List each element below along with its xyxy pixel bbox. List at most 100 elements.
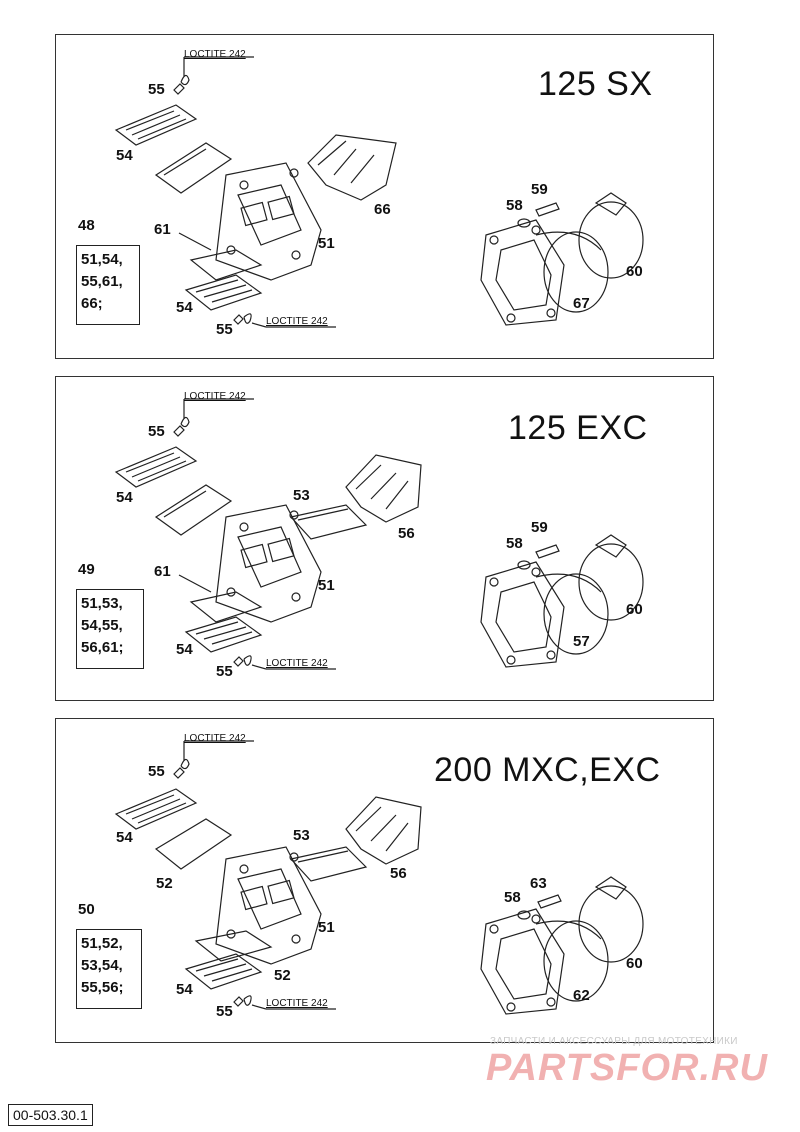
reed-block-icon	[215, 846, 322, 965]
part-label-reed-bottom: 54	[176, 641, 193, 658]
reed-bottom-icon	[184, 953, 263, 990]
kit-line: 53,54,	[81, 957, 123, 974]
kit-line: 66;	[81, 295, 103, 312]
loctite-note-top: LOCTITE 242	[184, 49, 246, 60]
screw-top-icon	[173, 767, 185, 779]
part-label-plate: 53	[293, 827, 310, 844]
part-label-reed-top: 54	[116, 489, 133, 506]
hose-clamp-icon	[578, 876, 644, 963]
part-label-intake: 57	[573, 633, 590, 650]
petal-bottom-icon	[194, 930, 273, 962]
screw-top-icon	[173, 425, 185, 437]
part-label-reed-bottom: 54	[176, 299, 193, 316]
kit-line: 55,56;	[81, 979, 124, 996]
part-label-reed-top: 54	[116, 147, 133, 164]
loctite-drop-bottom-icon	[243, 313, 252, 324]
reed-bottom-icon	[184, 616, 263, 653]
panel-drawing	[114, 740, 644, 1015]
kit-line: 54,55,	[81, 617, 123, 634]
panel-drawing	[114, 56, 644, 328]
drawing-code: 00-503.30.1	[8, 1104, 93, 1126]
part-label-screw-bottom: 55	[216, 1003, 233, 1020]
part-label-ring: 58	[506, 535, 523, 552]
reed-block-icon	[215, 162, 322, 281]
part-label-ring: 58	[506, 197, 523, 214]
watermark-tagline: ЗАПЧАСТИ И АКСЕССУАРЫ ДЛЯ МОТОТЕХНИКИ	[490, 1036, 738, 1047]
reed-top-icon	[114, 104, 198, 146]
part-label-clamp: 60	[626, 263, 643, 280]
part-label-petal: 61	[154, 221, 171, 238]
screw-top-icon	[173, 83, 185, 95]
part-label-screw-top: 55	[148, 81, 165, 98]
diagram-panel-200-mxc-exc: 200 MXC,EXC LOCTITE 242 LOCTITE 242 55 5…	[55, 718, 714, 1043]
petal-top-icon	[154, 142, 233, 194]
bolt-icon	[535, 202, 560, 217]
kit-number: 48	[78, 217, 95, 234]
part-label-spacer: 66	[374, 201, 391, 218]
kit-line: 56,61;	[81, 639, 124, 656]
diagram-panel-125-exc: 125 EXC LOCTITE 242 LOCTITE 242 55 54 61…	[55, 376, 714, 701]
kit-number: 50	[78, 901, 95, 918]
part-label-bolt: 59	[531, 519, 548, 536]
part-label-spacer: 56	[398, 525, 415, 542]
intake-manifold-icon	[480, 561, 609, 668]
hose-clamp-icon	[578, 534, 644, 621]
loctite-note-bottom: LOCTITE 242	[266, 998, 328, 1009]
part-label-petal-bottom: 52	[274, 967, 291, 984]
part-label-block: 51	[318, 235, 335, 252]
part-label-reed-bottom: 54	[176, 981, 193, 998]
screw-bottom-icon	[233, 656, 244, 667]
loctite-drop-bottom-icon	[243, 655, 252, 666]
loctite-note-bottom: LOCTITE 242	[266, 316, 328, 327]
petal-top-icon	[154, 818, 233, 870]
loctite-drop-icon	[180, 416, 190, 428]
washer-ring-icon	[517, 560, 531, 570]
spacer-66-icon	[307, 134, 397, 201]
part-label-clamp: 60	[626, 955, 643, 972]
bolt-icon	[537, 894, 562, 909]
part-label-clamp: 60	[626, 601, 643, 618]
model-title: 200 MXC,EXC	[434, 751, 661, 789]
plate-53-icon	[289, 504, 368, 540]
part-label-bolt: 63	[530, 875, 547, 892]
screw-bottom-icon	[233, 314, 244, 325]
part-label-reed-top: 54	[116, 829, 133, 846]
loctite-note-top: LOCTITE 242	[184, 733, 246, 744]
bolt-icon	[535, 544, 560, 559]
kit-line: 55,61,	[81, 273, 123, 290]
petal-top-icon	[154, 484, 233, 536]
part-label-block: 51	[318, 577, 335, 594]
part-label-screw-top: 55	[148, 423, 165, 440]
kit-line: 51,52,	[81, 935, 123, 952]
part-label-screw-bottom: 55	[216, 321, 233, 338]
loctite-note-bottom: LOCTITE 242	[266, 658, 328, 669]
part-label-screw-top: 55	[148, 763, 165, 780]
petal-bottom-icon	[189, 591, 263, 623]
part-label-intake: 67	[573, 295, 590, 312]
part-label-spacer: 56	[390, 865, 407, 882]
panel-drawing	[114, 398, 644, 670]
kit-contents-box: 51,52, 53,54, 55,56;	[76, 929, 142, 1009]
plate-53-icon	[289, 846, 368, 882]
model-title: 125 SX	[538, 65, 653, 103]
petal-bottom-icon	[189, 249, 263, 281]
kit-line: 51,53,	[81, 595, 123, 612]
part-label-plate: 53	[293, 487, 310, 504]
part-label-petal-top: 52	[156, 875, 173, 892]
intake-manifold-icon	[480, 219, 609, 326]
part-label-block: 51	[318, 919, 335, 936]
kit-contents-box: 51,54, 55,61, 66;	[76, 245, 140, 325]
loctite-note-top: LOCTITE 242	[184, 391, 246, 402]
model-title: 125 EXC	[508, 409, 648, 447]
reed-bottom-icon	[184, 274, 263, 311]
part-label-ring: 58	[504, 889, 521, 906]
spacer-56-icon	[345, 796, 422, 865]
part-label-bolt: 59	[531, 181, 548, 198]
part-label-intake: 62	[573, 987, 590, 1004]
loctite-drop-bottom-icon	[243, 995, 252, 1006]
part-label-screw-bottom: 55	[216, 663, 233, 680]
reed-top-icon	[114, 446, 198, 488]
washer-ring-icon	[517, 218, 531, 228]
reed-top-icon	[114, 788, 198, 830]
loctite-drop-icon	[180, 74, 190, 86]
